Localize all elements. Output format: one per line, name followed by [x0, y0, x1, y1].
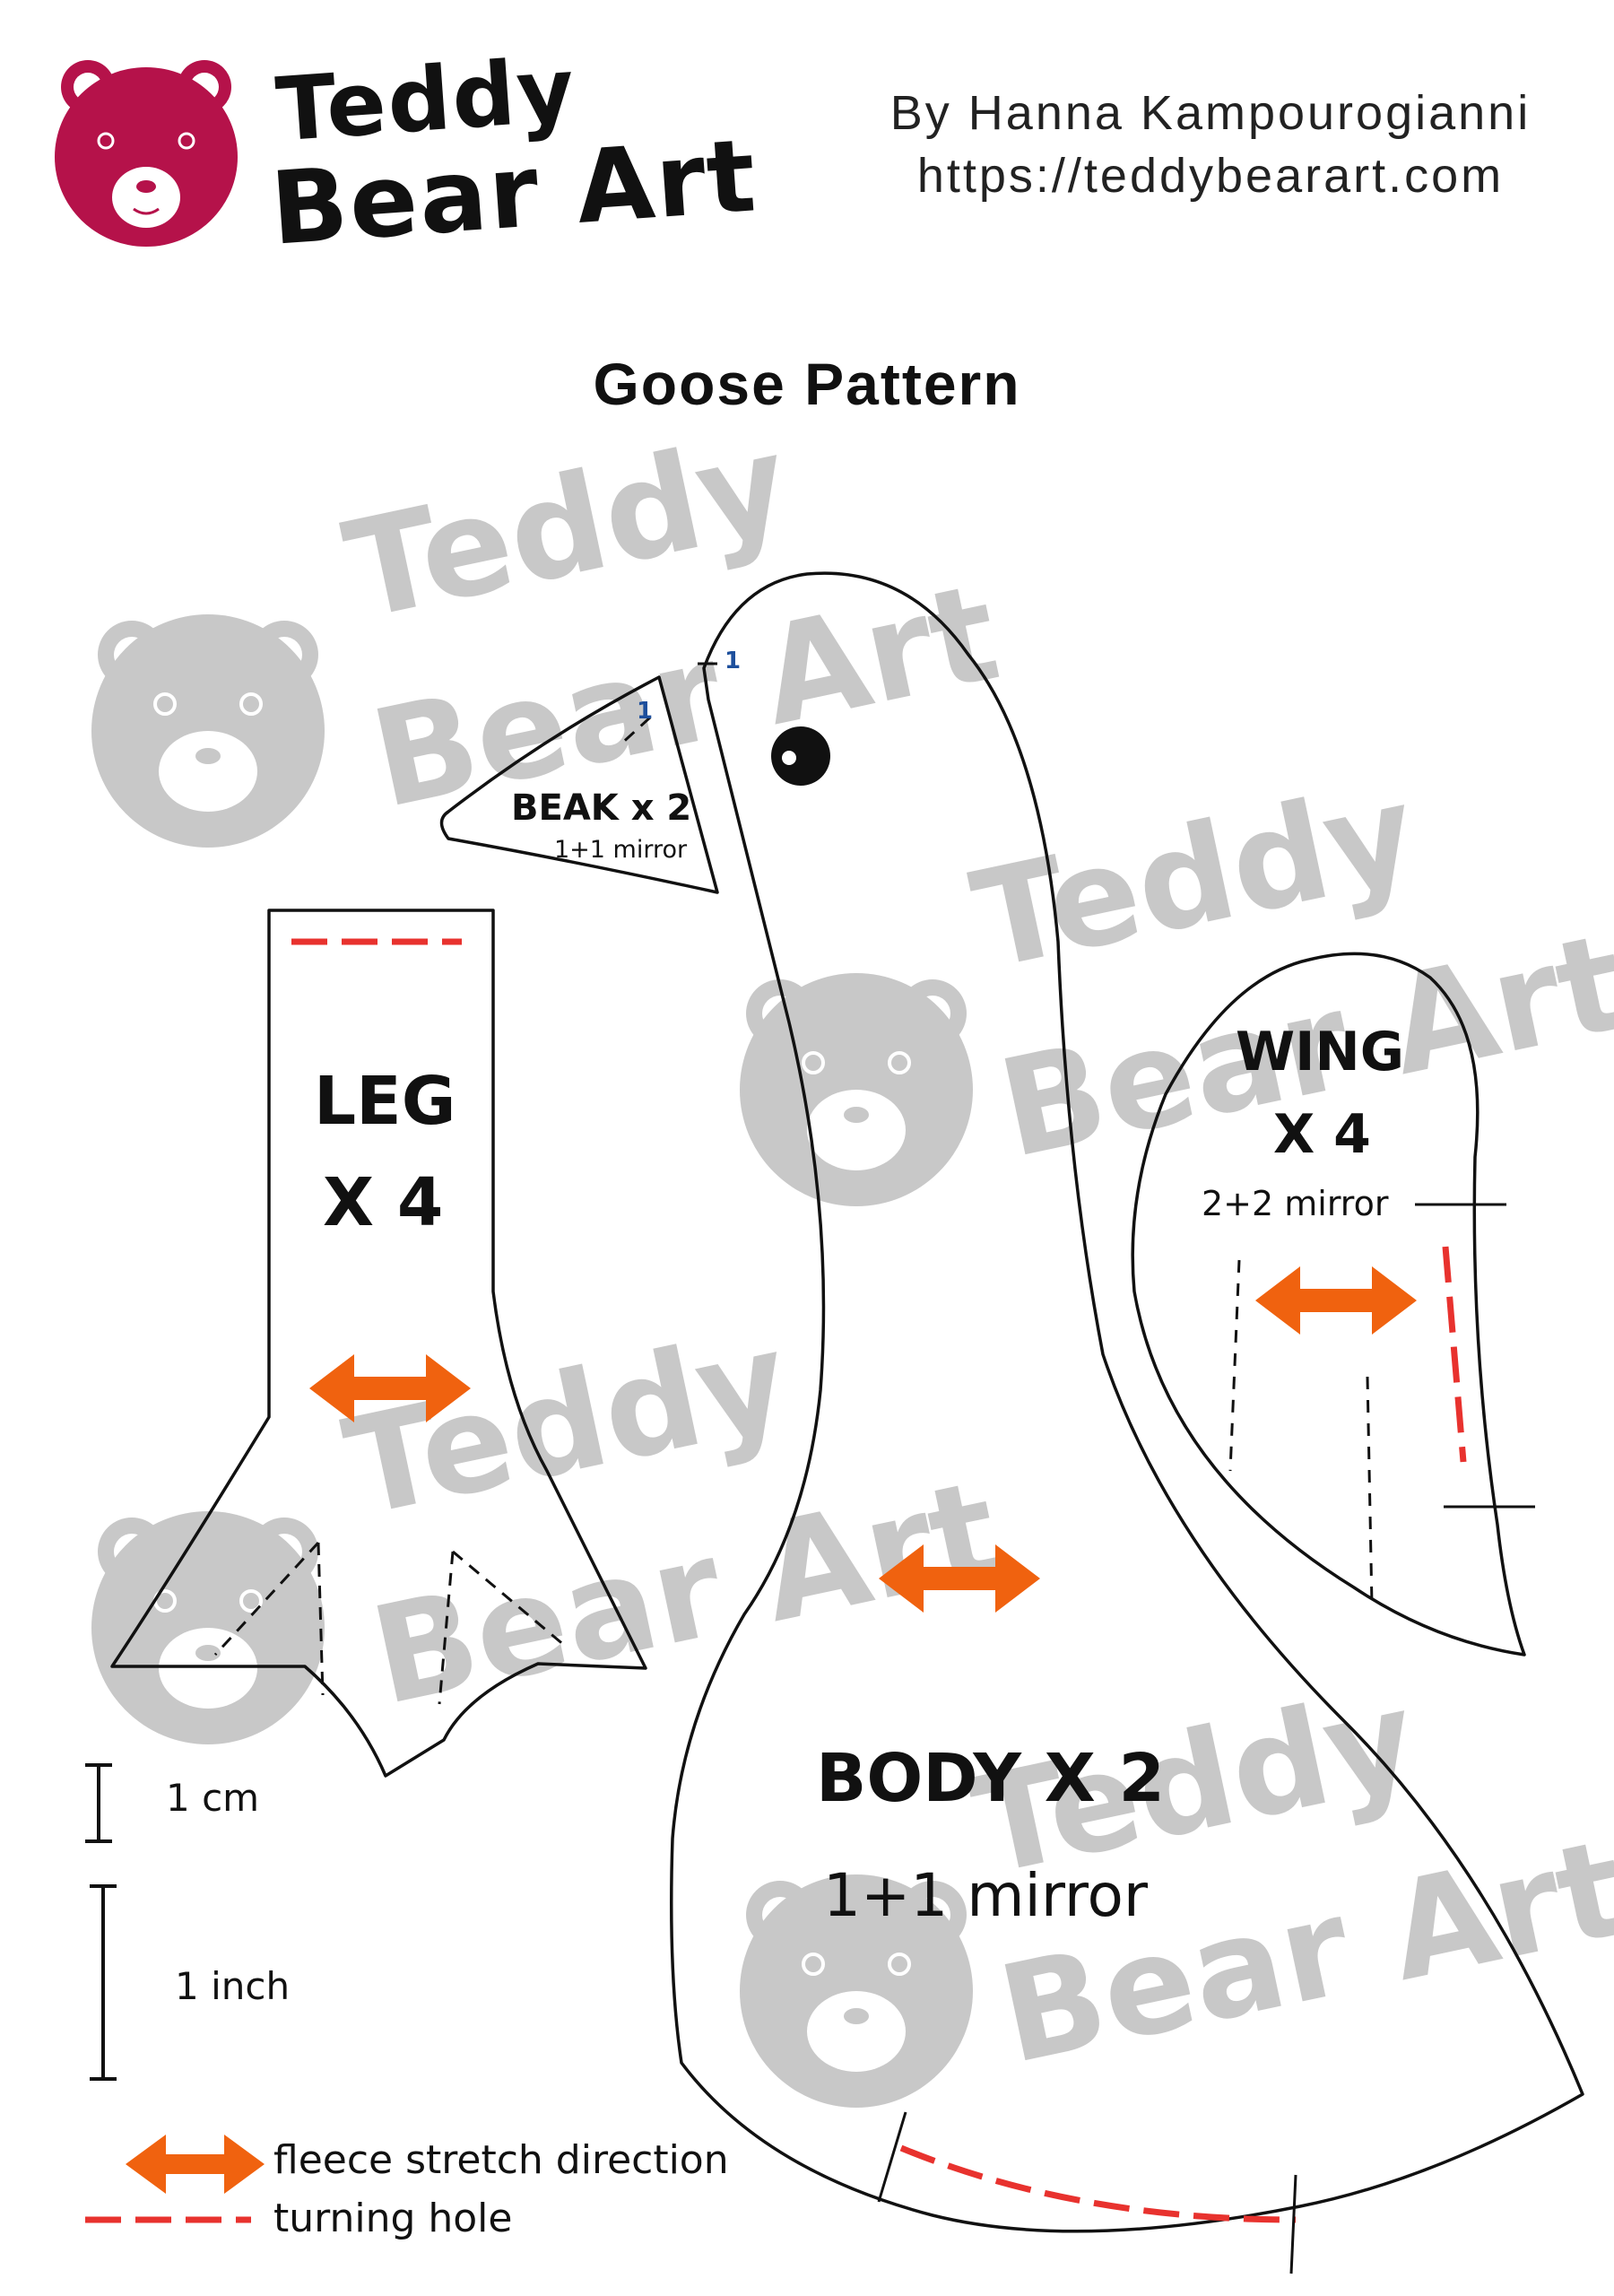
wing-turning-hole: [1442, 1246, 1467, 1463]
watermark-1: Teddy Bear Art: [91, 405, 1011, 848]
wing-note: 2+2 mirror: [1202, 1184, 1389, 1223]
page-title: Goose Pattern: [593, 351, 1021, 417]
beak-name: BEAK: [511, 787, 619, 829]
legend-stretch-label: fleece stretch direction: [273, 2137, 729, 2183]
leg-piece: [110, 909, 647, 1778]
legend-hole-label: turning hole: [273, 2196, 513, 2241]
body-name: BODY X 2: [816, 1740, 1166, 1817]
watermark-3: Teddy Bear Art: [91, 1302, 1011, 1744]
scale-bar-1cm: [85, 1763, 112, 1843]
wing-stretch-arrow-icon: [1255, 1266, 1417, 1335]
website-line: https://teddybearart.com: [916, 149, 1505, 203]
leg-stretch-arrow-icon: [309, 1354, 471, 1422]
wing-count: X 4: [1273, 1103, 1371, 1166]
body-note: 1+1 mirror: [823, 1861, 1149, 1930]
scale-bar-1inch: [90, 1884, 117, 2081]
beak-count: x 2: [630, 787, 692, 829]
leg-name: LEG: [314, 1063, 456, 1140]
author-line: By Hanna Kampourogianni: [889, 86, 1532, 140]
beak-match-marker: 1: [637, 698, 654, 725]
wing-piece: [1131, 952, 1535, 1657]
beak-label: BEAK x 2: [511, 787, 691, 829]
body-stretch-arrow-icon: [879, 1544, 1040, 1613]
body-turning-hole: [899, 2144, 1297, 2223]
goose-eye-icon: [771, 726, 830, 786]
leg-count: X 4: [323, 1164, 444, 1241]
scale-cm-label: 1 cm: [166, 1776, 260, 1820]
teddy-bear-logo-icon: [55, 60, 238, 247]
body-piece: [670, 571, 1584, 2274]
scale-inch-label: 1 inch: [175, 1964, 291, 2008]
beak-piece: [439, 675, 719, 894]
body-match-marker: 1: [725, 648, 742, 674]
beak-note: 1+1 mirror: [554, 836, 688, 864]
watermark-2: Teddy Bear Art: [740, 755, 1614, 1206]
legend-stretch-arrow-icon: [126, 2135, 265, 2194]
wing-name: WING: [1236, 1021, 1404, 1083]
